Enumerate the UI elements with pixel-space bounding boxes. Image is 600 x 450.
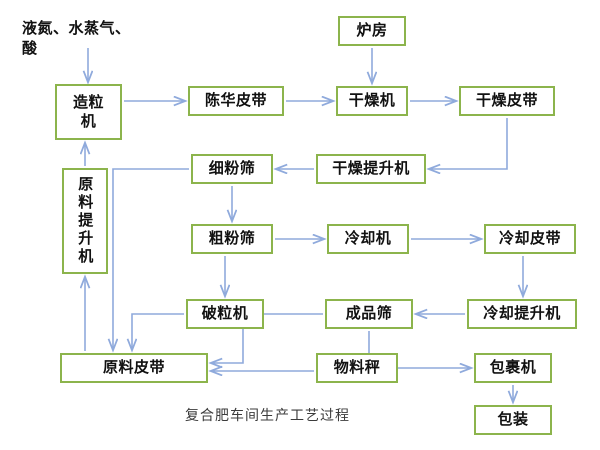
- edge-crusher-to-rawbelt: [132, 313, 184, 350]
- edge-drybelt-to-dryelevator: [429, 118, 508, 169]
- diagram-caption: 复合肥车间生产工艺过程: [185, 408, 350, 424]
- node-furnace[interactable]: 炉房: [338, 16, 406, 46]
- node-coarse-powder-screen[interactable]: 粗粉筛: [191, 224, 273, 254]
- node-crusher[interactable]: 破粒机: [186, 299, 264, 329]
- node-granulator[interactable]: 造粒 机: [55, 84, 122, 140]
- node-dryer[interactable]: 干燥机: [336, 86, 408, 116]
- node-product-screen[interactable]: 成品筛: [325, 299, 413, 329]
- node-granulator-line1: 造粒: [72, 93, 104, 112]
- node-packing[interactable]: 包装: [474, 405, 552, 435]
- node-fine-powder-screen[interactable]: 细粉筛: [191, 154, 273, 184]
- input-materials-label: 液氮、水蒸气、 酸: [22, 19, 131, 58]
- node-cooler[interactable]: 冷却机: [327, 224, 409, 254]
- node-cooling-belt[interactable]: 冷却皮带: [484, 224, 576, 254]
- node-raw-material-elevator[interactable]: 原料提升机: [62, 168, 108, 274]
- node-granulator-line2: 机: [80, 112, 97, 130]
- node-cooling-elevator[interactable]: 冷却提升机: [467, 299, 577, 329]
- node-wrapping-machine[interactable]: 包裹机: [474, 353, 552, 383]
- node-chenhua-belt[interactable]: 陈华皮带: [188, 86, 284, 116]
- node-raw-material-belt[interactable]: 原料皮带: [60, 353, 208, 383]
- node-material-scale[interactable]: 物料秤: [316, 353, 398, 383]
- edge-finescreen-to-rawbelt: [113, 168, 189, 350]
- node-drying-elevator[interactable]: 干燥提升机: [316, 154, 426, 184]
- node-drying-belt[interactable]: 干燥皮带: [459, 86, 555, 116]
